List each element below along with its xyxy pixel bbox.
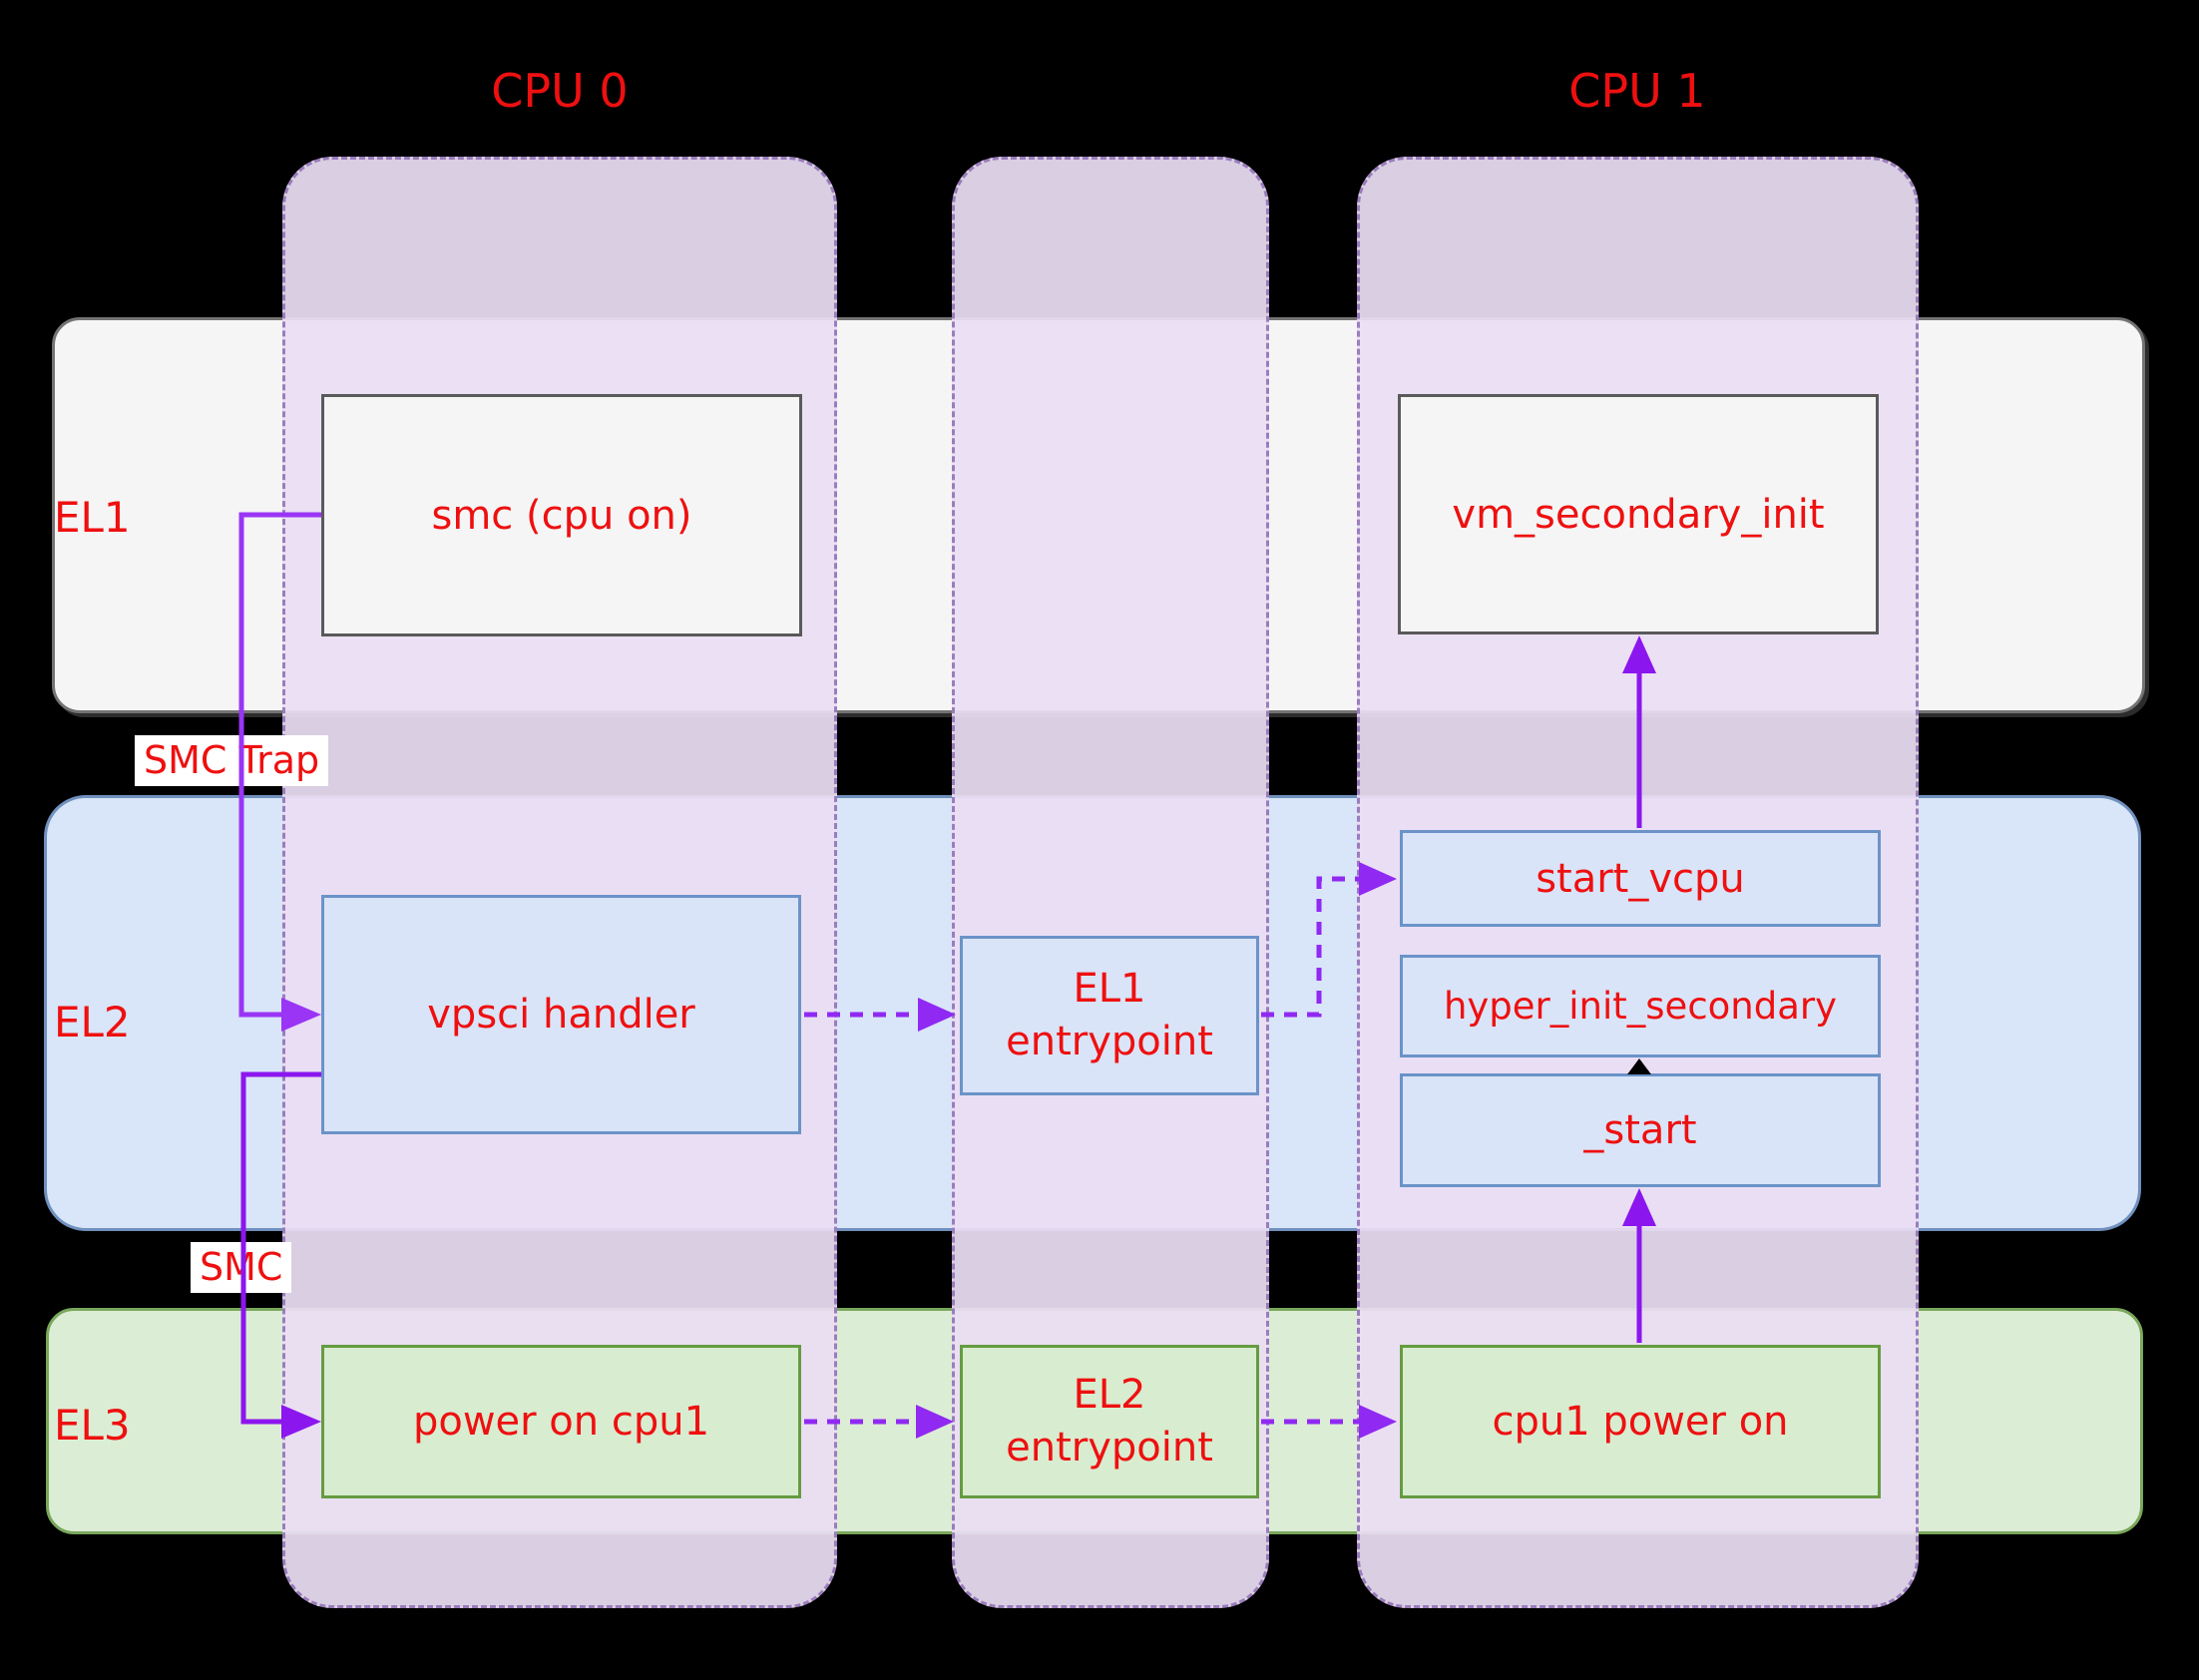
node-el2-entrypoint-line1: EL2 — [1073, 1372, 1146, 1419]
node-hyper-init-secondary: hyper_init_secondary — [1400, 955, 1881, 1057]
cpu1-title: CPU 1 — [1568, 64, 1706, 118]
node-vm-secondary-init-label: vm_secondary_init — [1452, 491, 1825, 538]
node-smc-cpu-on: smc (cpu on) — [321, 394, 802, 636]
poweron-to-el2ep-arrowhead-icon — [916, 1405, 954, 1439]
node-el1-entrypoint-line2: entrypoint — [1006, 1019, 1213, 1064]
smc-trap-arrow — [238, 512, 321, 1018]
node-cpu1-power-on: cpu1 power on — [1400, 1345, 1881, 1498]
node-el1-entrypoint-line1: EL1 — [1073, 966, 1146, 1013]
cpu0-title: CPU 0 — [491, 64, 629, 118]
start-vcpu-to-vm-secondary-init-arrowhead-icon — [1622, 635, 1656, 673]
smc-trap-arrow-label: SMC Trap — [135, 735, 329, 787]
node-start: _start — [1400, 1073, 1881, 1187]
el1ep-to-start-vcpu-arrowhead-icon — [1359, 862, 1397, 896]
el3-row-label: EL3 — [54, 1401, 131, 1450]
node-start-label: _start — [1583, 1107, 1697, 1153]
el2ep-to-cpu1-poweron-arrowhead-icon — [1359, 1405, 1397, 1439]
node-power-on-cpu1-label: power on cpu1 — [412, 1399, 710, 1445]
el1-row-label: EL1 — [54, 493, 131, 542]
node-vm-secondary-init: vm_secondary_init — [1398, 394, 1879, 634]
smc-trap-arrowhead-icon — [281, 998, 321, 1032]
cpu1-power-on-to-start-arrowhead-icon — [1622, 1188, 1656, 1226]
node-el2-entrypoint-line2: entrypoint — [1006, 1425, 1213, 1470]
smc-arrowhead-icon — [281, 1405, 321, 1439]
node-vpsci-handler: vpsci handler — [321, 895, 801, 1134]
el2-row-label: EL2 — [54, 998, 131, 1047]
vpsci-to-el1ep-arrowhead-icon — [918, 998, 956, 1032]
node-start-vcpu-label: start_vcpu — [1536, 855, 1745, 902]
node-el2-entrypoint: EL2 entrypoint — [960, 1345, 1259, 1498]
node-start-vcpu: start_vcpu — [1400, 830, 1881, 927]
smc-arrow — [240, 1071, 321, 1425]
node-el1-entrypoint: EL1 entrypoint — [960, 936, 1259, 1095]
node-hyper-init-secondary-label: hyper_init_secondary — [1443, 985, 1838, 1028]
node-smc-cpu-on-label: smc (cpu on) — [431, 492, 692, 539]
node-cpu1-power-on-label: cpu1 power on — [1492, 1399, 1789, 1445]
el1ep-to-start-vcpu-arrow — [1261, 876, 1361, 1018]
node-vpsci-handler-label: vpsci handler — [427, 992, 695, 1038]
node-power-on-cpu1: power on cpu1 — [321, 1345, 801, 1498]
start-to-hyper-init-arrowhead-icon — [1627, 1058, 1651, 1074]
